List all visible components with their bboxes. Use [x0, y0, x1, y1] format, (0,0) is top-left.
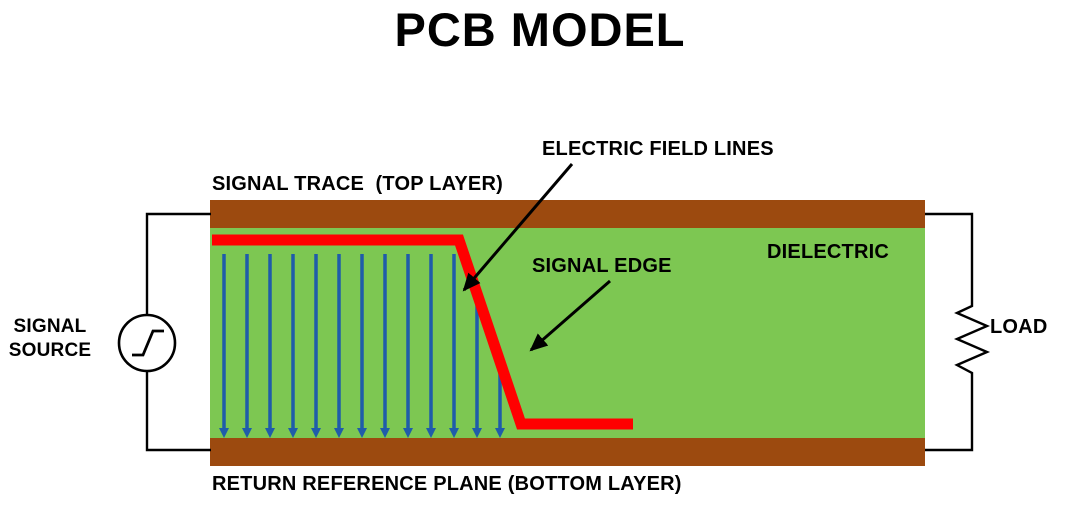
return-plane-layer	[210, 438, 925, 466]
source-bottom-wire	[145, 371, 211, 452]
field-line-arrowhead	[219, 428, 229, 438]
signal-trace-label: SIGNAL TRACE (TOP LAYER)	[212, 173, 503, 195]
return-plane-label: RETURN REFERENCE PLANE (BOTTOM LAYER)	[212, 473, 682, 495]
load-top-wire	[925, 212, 974, 300]
field-line-arrowhead	[357, 428, 367, 438]
signal-trace-layer	[210, 200, 925, 228]
diagram-title: PCB MODEL	[394, 3, 686, 56]
field-line-arrowhead	[426, 428, 436, 438]
signal-edge-label: SIGNAL EDGE	[532, 255, 672, 277]
signal-source-label: SIGNAL SOURCE	[8, 316, 92, 361]
load-resistor-symbol	[953, 300, 991, 385]
field-line-arrowhead	[242, 428, 252, 438]
field-line-arrowhead	[495, 428, 505, 438]
electric-field-leader-arrow	[462, 163, 574, 292]
field-line-arrowhead	[380, 428, 390, 438]
field-line-arrowhead	[334, 428, 344, 438]
signal-step-icon	[132, 329, 164, 357]
field-lines-group	[219, 254, 505, 438]
field-line-arrowhead	[288, 428, 298, 438]
field-line-arrowhead	[311, 428, 321, 438]
circuit-wires	[145, 212, 974, 452]
field-line-arrowhead	[265, 428, 275, 438]
dielectric-label: DIELECTRIC	[767, 241, 889, 263]
load-bottom-wire	[925, 385, 974, 452]
load-label: LOAD	[990, 316, 1048, 338]
field-line-arrowhead	[472, 428, 482, 438]
signal-edge-leader-arrow	[529, 279, 611, 352]
electric-field-lines-label: ELECTRIC FIELD LINES	[542, 138, 774, 160]
source-top-wire	[145, 212, 211, 315]
signal-edge-line	[212, 234, 633, 430]
dielectric-region	[210, 228, 925, 438]
field-line-arrowhead	[403, 428, 413, 438]
field-line-arrowhead	[449, 428, 459, 438]
